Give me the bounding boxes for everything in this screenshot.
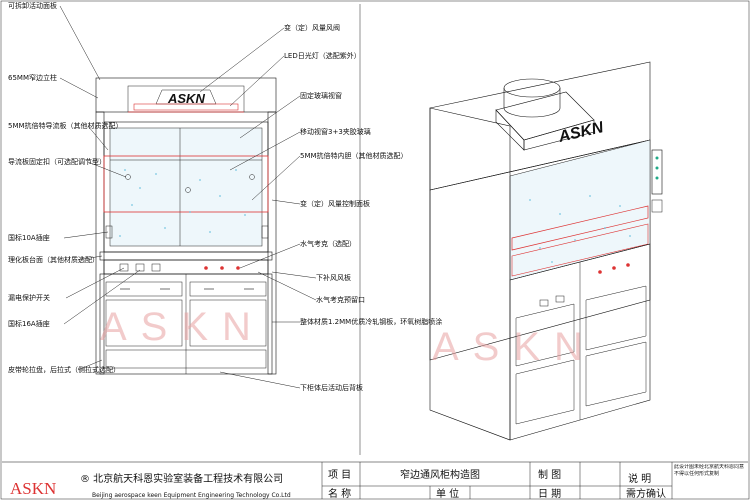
callout-right-4: 5MM抗倍特内胆（其他材质选配） (300, 151, 408, 160)
callout-right-10: 下柜体后活动后背板 (300, 383, 363, 392)
callout-left-7: 国标16A插座 (8, 319, 50, 328)
callout-right-6: 水气考克（选配） (300, 239, 356, 248)
led-light (133, 103, 239, 111)
right-callouts: 变（定）风量风阀 LED日光灯（选配紫外） 固定玻璃视窗 移动视窗3+3夹胶玻璃… (199, 23, 442, 392)
callout-left-8: 皮带轮拉盘，后拉式（侧拉式选配） (8, 365, 120, 374)
project-value: 窄边通风柜构造图 (400, 468, 480, 481)
glass-speckle (119, 169, 246, 237)
iso-glass (509, 139, 651, 281)
callout-right-8: 水气考克预留口 (316, 295, 365, 304)
worktop (99, 251, 273, 261)
callout-right-7: 下补风风板 (316, 273, 351, 282)
glass-panel (109, 127, 263, 247)
callout-right-3: 移动视窗3+3夹胶玻璃 (300, 127, 371, 136)
front-view: ASKN (95, 77, 277, 375)
callout-left-0: 可拆卸活动面板 (8, 1, 57, 10)
hood-logo: ASKN (167, 91, 205, 106)
company-name-cn: ® 北京航天科恩实验室装备工程技术有限公司 (80, 472, 283, 485)
logo-text: ASKN (10, 479, 56, 498)
iso-side-panel (429, 107, 511, 441)
note-label: 说 明 (628, 472, 651, 485)
name-label: 名 称 (328, 487, 351, 500)
iso-control-panel (651, 149, 663, 195)
project-label: 项 目 (328, 469, 351, 481)
callout-left-3: 导流板固定扣（可选配调节型） (8, 157, 106, 166)
inner-baffle (103, 155, 269, 213)
confirm-label: 需方确认 (626, 487, 666, 500)
service-strip (103, 259, 269, 275)
callout-left-5: 理化板台面（其他材质选配） (8, 255, 99, 264)
date-label: 日 期 (538, 488, 561, 500)
callout-right-0: 变（定）风量风阀 (284, 23, 340, 32)
callout-left-6: 漏电保护开关 (8, 293, 50, 302)
callout-right-9: 整体材质1.2MM优质冷轧钢板，环氧树脂喷涂 (300, 317, 442, 326)
note-text-box: 此设计图未经北京航天科恩同意不得以任何形式复制 (674, 464, 745, 477)
watermark-right: ASKN (432, 325, 597, 369)
iso-logo: ASKN (556, 119, 605, 146)
callout-right-1: LED日光灯（选配紫外） (284, 51, 361, 60)
isometric-view: ASKN (429, 61, 663, 441)
callout-right-2: 固定玻璃视窗 (300, 91, 342, 100)
note-text: 此设计图未经北京航天科恩同意不得以任何形式复制 (674, 464, 745, 477)
exhaust-blower (503, 78, 561, 98)
callout-right-5: 变（定）风量控制面板 (300, 199, 370, 208)
title-block: ASKN ® 北京航天科恩实验室装备工程技术有限公司 Beijing aeros… (2, 461, 748, 500)
company-name-en: Beijing aerospace keen Equipment Enginee… (92, 492, 291, 499)
iso-lower-cabinet (509, 243, 651, 441)
draw-label: 制 图 (538, 468, 561, 481)
callout-left-1: 65MM窄边立柱 (8, 73, 57, 82)
callout-left-2: 5MM抗倍特导流板（其他材质选配） (8, 121, 123, 130)
unit-label: 单 位 (436, 487, 459, 500)
callout-left-4: 国标10A插座 (8, 233, 50, 242)
watermark-left: ASKN (100, 305, 265, 349)
left-callouts: 可拆卸活动面板 65MM窄边立柱 5MM抗倍特导流板（其他材质选配） 导流板固定… (8, 1, 141, 374)
